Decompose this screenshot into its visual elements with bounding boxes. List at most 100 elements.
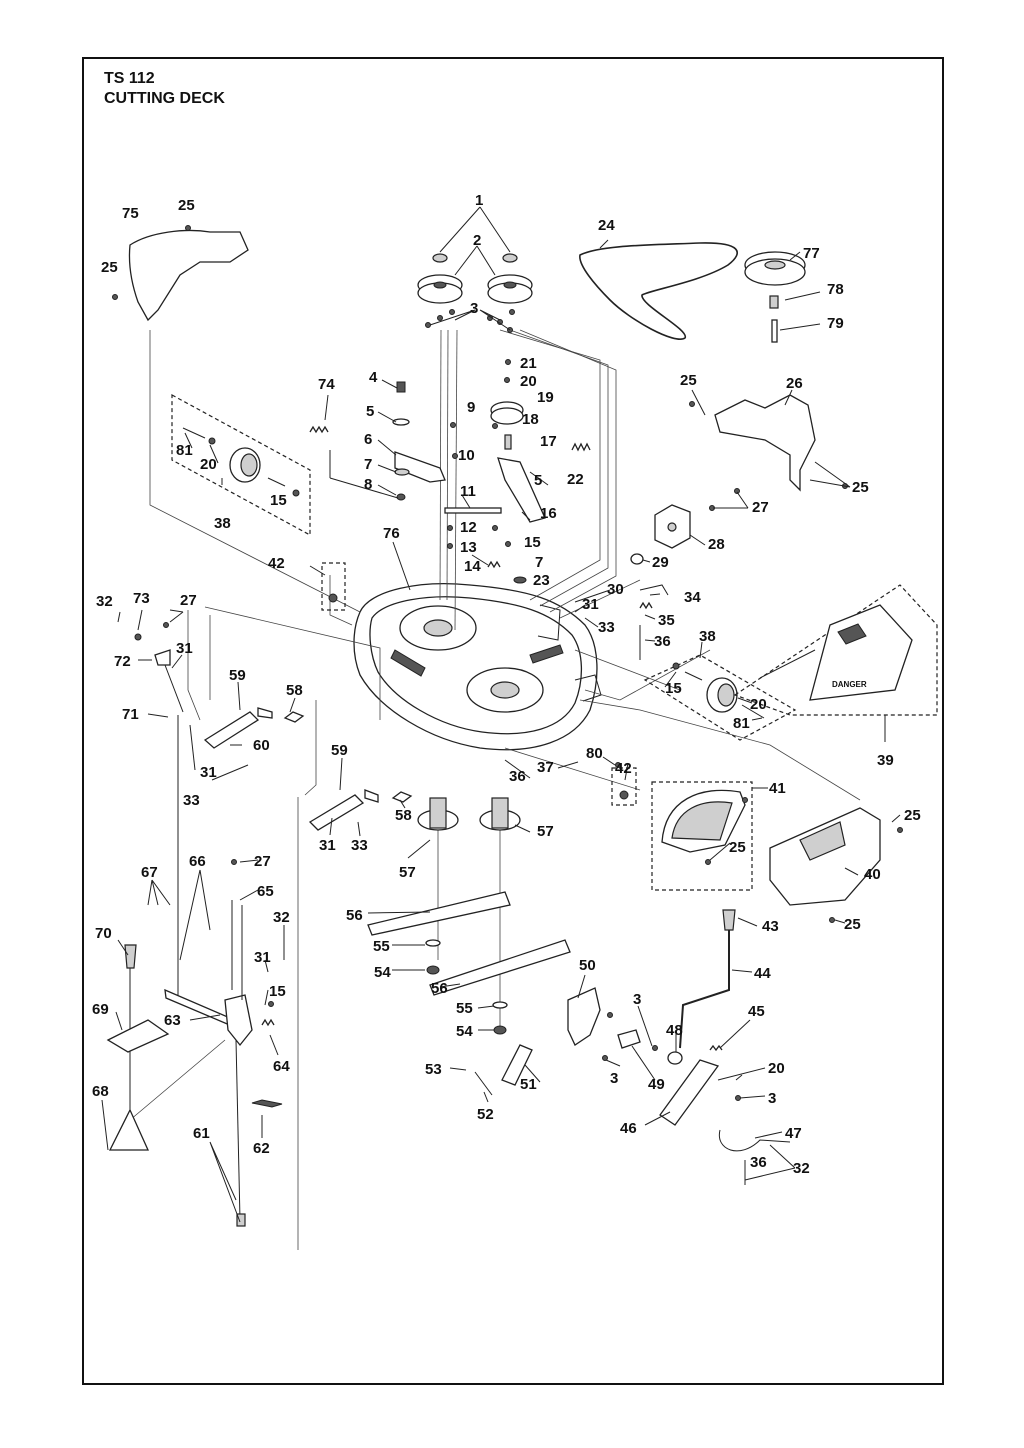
leader-lines [101,206,901,1223]
danger-decal: DANGER [832,680,867,689]
idler-assembly [309,381,591,584]
callout-33: 33 [598,619,615,636]
callout-48: 48 [666,1022,683,1039]
callout-81: 81 [733,715,750,732]
callout-7: 7 [535,554,543,571]
callout-16: 16 [540,505,557,522]
deck-pulleys [417,253,533,304]
callout-3: 3 [470,300,478,317]
belt-cover-left [128,229,249,322]
callout-25: 25 [904,807,921,824]
callout-31: 31 [200,764,217,781]
callout-42: 42 [615,760,632,777]
callout-28: 28 [708,536,725,553]
callout-labels: 1 2 3 24 77 78 79 75 25 25 21 20 19 18 1… [92,192,921,1177]
callout-77: 77 [803,245,820,262]
height-adjust-linkage [154,649,283,1227]
callout-15: 15 [269,983,286,1000]
callout-27: 27 [752,499,769,516]
callout-20: 20 [200,456,217,473]
callout-29: 29 [652,554,669,571]
blade-spindles [417,797,521,831]
callout-80: 80 [586,745,603,762]
callout-33: 33 [183,792,200,809]
mulch-plug-and-chute [651,781,881,906]
callout-55: 55 [373,938,390,955]
callout-49: 49 [648,1076,665,1093]
callout-58: 58 [286,682,303,699]
callout-12: 12 [460,519,477,536]
callout-51: 51 [520,1076,537,1093]
callout-32: 32 [793,1160,810,1177]
callout-73: 73 [133,590,150,607]
callout-56: 56 [431,980,448,997]
callout-37: 37 [537,759,554,776]
callout-38: 38 [699,628,716,645]
callout-25: 25 [844,916,861,933]
callout-47: 47 [785,1125,802,1142]
callout-25: 25 [852,479,869,496]
callout-44: 44 [754,965,771,982]
anti-scalp-wheel-kit-right [643,654,797,741]
callout-3: 3 [610,1070,618,1087]
callout-52: 52 [477,1106,494,1123]
discharge-chute-kit: DANGER [733,584,938,716]
callout-32: 32 [273,909,290,926]
callout-54: 54 [456,1023,473,1040]
callout-38: 38 [214,515,231,532]
callout-1: 1 [475,192,483,209]
lift-lever [106,944,170,1151]
callout-56: 56 [346,907,363,924]
callout-35: 35 [658,612,675,629]
callout-57: 57 [537,823,554,840]
callout-60: 60 [253,737,270,754]
callout-27: 27 [180,592,197,609]
control-lever [679,909,736,1049]
callout-31: 31 [319,837,336,854]
callout-72: 72 [114,653,131,670]
callout-24: 24 [598,217,615,234]
callout-25: 25 [729,839,746,856]
callout-78: 78 [827,281,844,298]
callout-15: 15 [524,534,541,551]
callout-4: 4 [369,369,378,386]
callout-74: 74 [318,376,335,393]
callout-45: 45 [748,1003,765,1020]
callout-41: 41 [769,780,786,797]
callout-22: 22 [567,471,584,488]
callout-64: 64 [273,1058,290,1075]
callout-75: 75 [122,205,139,222]
callout-13: 13 [460,539,477,556]
callout-65: 65 [257,883,274,900]
callout-66: 66 [189,853,206,870]
callout-43: 43 [762,918,779,935]
lift-arms [203,707,413,831]
fasteners [425,309,515,549]
callout-27: 27 [254,853,271,870]
callout-3: 3 [768,1090,776,1107]
callout-61: 61 [193,1125,210,1142]
callout-79: 79 [827,315,844,332]
brake-assembly [474,987,791,1185]
callout-17: 17 [540,433,557,450]
callout-59: 59 [229,667,246,684]
drive-belt [579,242,738,340]
callout-34: 34 [684,589,701,606]
callout-36: 36 [750,1154,767,1171]
callout-63: 63 [164,1012,181,1029]
callout-81: 81 [176,442,193,459]
callout-26: 26 [786,375,803,392]
deck-shell [353,583,602,751]
callout-14: 14 [464,558,481,575]
callout-50: 50 [579,957,596,974]
callout-53: 53 [425,1061,442,1078]
callout-31: 31 [254,949,271,966]
callout-11: 11 [460,483,476,500]
callout-10: 10 [458,447,475,464]
callout-21: 21 [520,355,537,372]
diagram-frame [82,57,944,1385]
callout-8: 8 [364,476,372,493]
callout-30: 30 [607,581,624,598]
misc-screws [112,225,903,1101]
